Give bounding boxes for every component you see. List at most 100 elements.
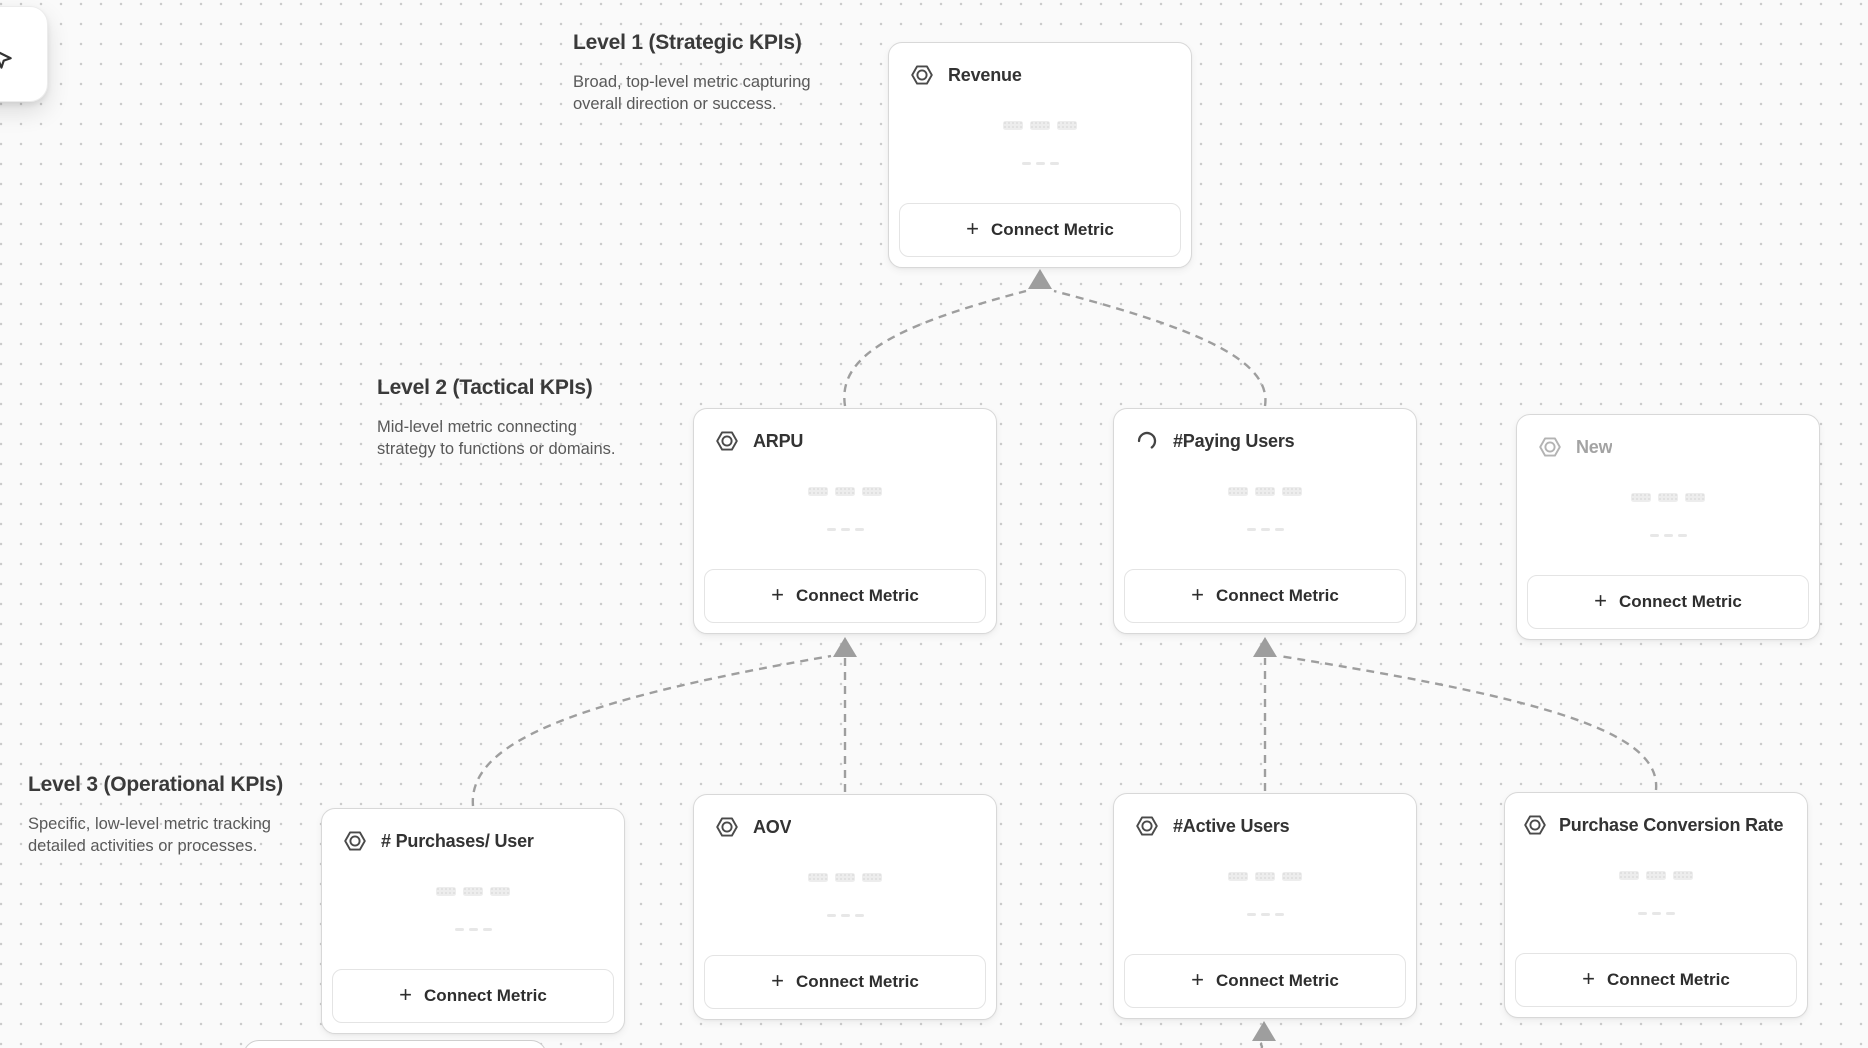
kpi-card-partial-offscreen[interactable] [243,1040,547,1048]
metric-placeholder-bars [322,887,624,896]
kpi-card-purchases-per-user[interactable]: # Purchases/ User + Connect Metric [321,808,625,1034]
skeleton-dash [840,914,850,917]
arrowhead-into-paying-users [1253,637,1277,657]
connect-metric-button[interactable]: + Connect Metric [332,969,614,1023]
skeleton-dash [1665,912,1675,915]
skeleton-dash [1260,913,1270,916]
skeleton-dash [854,528,864,531]
card-title: #Paying Users [1173,430,1295,451]
metric-placeholder-dashes [889,162,1191,165]
level-1-description: Broad, top-level metric capturing overal… [573,73,811,113]
connect-metric-label: Connect Metric [1216,586,1339,605]
connect-metric-button[interactable]: + Connect Metric [1124,954,1406,1008]
connect-metric-label: Connect Metric [424,986,547,1005]
skeleton-dash [1260,528,1270,531]
metric-hexagon-icon [344,831,366,851]
metric-placeholder-bars [1517,493,1819,502]
arrowhead-into-arpu [833,637,857,657]
kpi-card-active-users[interactable]: #Active Users + Connect Metric [1113,793,1417,1019]
connect-metric-label: Connect Metric [796,972,919,991]
metric-hexagon-icon [1136,816,1158,836]
card-header: # Purchases/ User [342,828,608,854]
connect-metric-button[interactable]: + Connect Metric [1124,569,1406,623]
skeleton-dash [1649,534,1659,537]
skeleton-bar [1255,487,1275,496]
connector-paying-users-to-revenue [1053,289,1267,407]
skeleton-bar [835,487,855,496]
level-1-title: Level 1 (Strategic KPIs) [573,31,802,54]
connect-metric-button[interactable]: + Connect Metric [1515,953,1797,1007]
floating-tool-panel[interactable] [0,6,48,102]
card-header: Revenue [909,62,1175,88]
skeleton-dash [1274,913,1284,916]
skeleton-bar [1003,121,1023,130]
skeleton-bar [862,487,882,496]
skeleton-bar [1255,872,1275,881]
plus-icon: + [1594,588,1608,613]
metric-placeholder-dashes [1114,913,1416,916]
connect-metric-label: Connect Metric [796,586,919,605]
connect-metric-button[interactable]: + Connect Metric [1527,575,1809,629]
skeleton-bar [1658,493,1678,502]
kpi-card-paying-users[interactable]: #Paying Users + Connect Metric [1113,408,1417,634]
metric-hexagon-icon [1524,815,1546,835]
metric-placeholder-dashes [1505,912,1807,915]
skeleton-dash [1651,912,1661,915]
connect-metric-label: Connect Metric [1619,592,1742,611]
skeleton-bar [1631,493,1651,502]
metric-placeholder-dashes [1517,534,1819,537]
skeleton-dash [454,928,464,931]
plus-icon: + [399,982,413,1007]
skeleton-dash [1246,528,1256,531]
plus-icon: + [771,582,785,607]
metric-placeholder-bars [1505,871,1807,880]
skeleton-bar [1619,871,1639,880]
level-3-description: Specific, low-level metric tracking deta… [28,815,271,855]
level-2-label: Level 2 (Tactical KPIs) Mid-level metric… [377,375,615,460]
metric-placeholder-dashes [322,928,624,931]
level-1-label: Level 1 (Strategic KPIs) Broad, top-leve… [573,30,811,115]
skeleton-dash [1677,534,1687,537]
metric-placeholder-dashes [694,528,996,531]
skeleton-bar [1646,871,1666,880]
card-header: #Paying Users [1134,428,1400,454]
plus-icon: + [1582,966,1596,991]
connect-metric-button[interactable]: + Connect Metric [899,203,1181,257]
card-header: ARPU [714,428,980,454]
skeleton-bar [808,873,828,882]
skeleton-bar [1685,493,1705,502]
plus-icon: + [771,968,785,993]
connect-metric-label: Connect Metric [991,220,1114,239]
skeleton-dash [468,928,478,931]
plus-icon: + [1191,967,1205,992]
card-title: AOV [753,816,792,837]
kpi-card-arpu[interactable]: ARPU + Connect Metric [693,408,997,634]
kpi-card-new[interactable]: New + Connect Metric [1516,414,1820,640]
card-title: New [1576,436,1613,457]
metric-placeholder-bars [1114,487,1416,496]
plus-icon: + [966,216,980,241]
card-title: ARPU [753,430,804,451]
level-2-description: Mid-level metric connecting strategy to … [377,418,616,458]
kpi-card-purchase-conversion-rate[interactable]: Purchase Conversion Rate + Connect Metri… [1504,792,1808,1018]
connect-metric-label: Connect Metric [1216,971,1339,990]
connect-metric-button[interactable]: + Connect Metric [704,569,986,623]
metric-placeholder-dashes [694,914,996,917]
connector-offscreen-to-active-users [1259,1042,1264,1048]
metric-hexagon-icon [716,431,738,451]
kpi-card-aov[interactable]: AOV + Connect Metric [693,794,997,1020]
metric-placeholder-bars [1114,872,1416,881]
skeleton-bar [436,887,456,896]
skeleton-dash [1021,162,1031,165]
card-header: New [1537,434,1803,460]
card-title: Revenue [948,64,1022,85]
card-title: # Purchases/ User [381,830,534,851]
kpi-card-revenue[interactable]: Revenue + Connect Metric [888,42,1192,268]
connector-pcr-to-paying-users [1278,654,1658,791]
skeleton-dash [1246,913,1256,916]
skeleton-bar [1030,121,1050,130]
connect-metric-button[interactable]: + Connect Metric [704,955,986,1009]
loading-spinner-icon [1137,431,1157,449]
connector-purchases-to-arpu [471,654,832,807]
